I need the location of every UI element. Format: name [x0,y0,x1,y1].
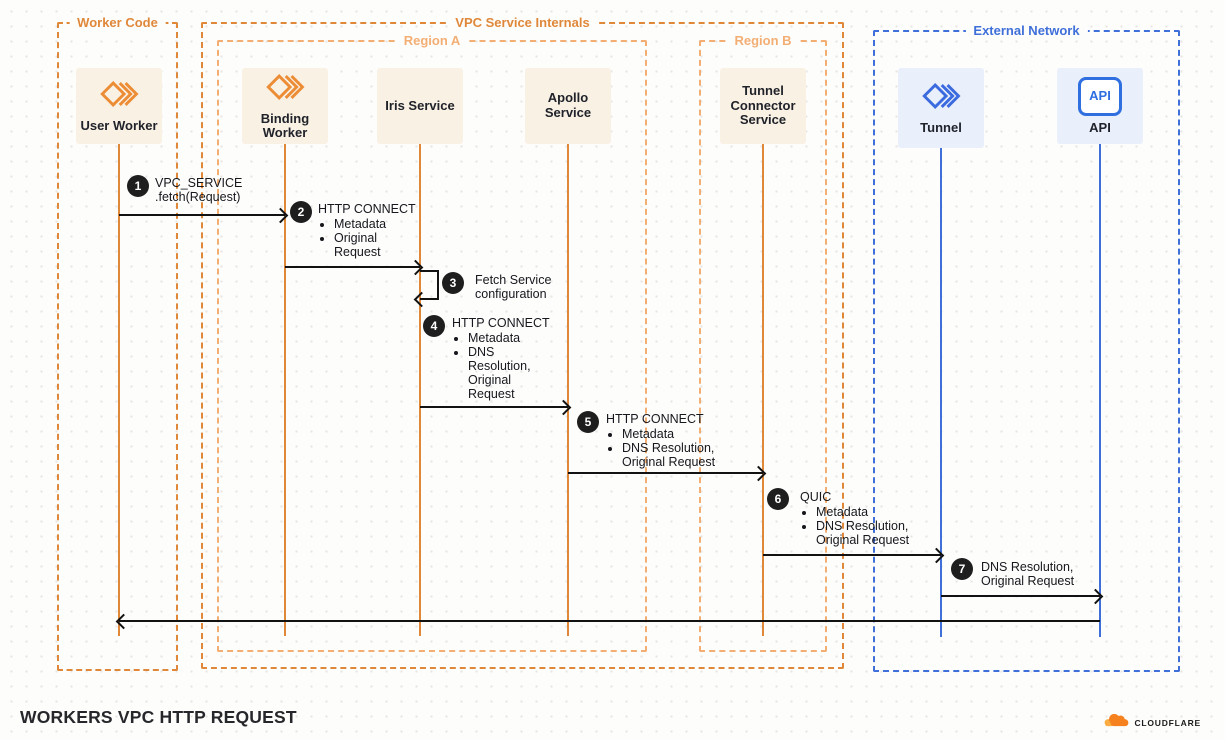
lifeline-tunnel-connector [762,144,764,636]
arrow-iris-to-apollo [420,406,568,408]
page-title: WORKERS VPC HTTP REQUEST [20,707,297,727]
message-label-4: HTTP CONNECT Metadata DNS Resolution, Or… [452,316,550,401]
message-label-6: QUIC Metadata DNS Resolution, Original R… [800,490,946,547]
group-label-region-b: Region B [726,33,800,48]
step-badge-3: 3 [442,272,464,294]
actor-label: Tunnel Connector Service [730,82,796,128]
group-label-vpc-service-internals: VPC Service Internals [447,15,598,30]
lifeline-binding-worker [284,144,286,636]
tunnel-icon [921,80,961,116]
actor-api: API API [1057,68,1143,144]
actor-label: Apollo Service [544,90,592,120]
arrow-user-to-binding [119,214,285,216]
lifeline-api [1099,144,1101,637]
group-label-region-a: Region A [395,33,469,48]
arrow-return-api-to-user-worker [119,620,1100,622]
cloudflare-wordmark: CLOUDFLARE [1134,717,1201,728]
arrow-tunnel-to-api [941,595,1100,597]
lifeline-iris-service [419,144,421,636]
actor-label: Tunnel [920,120,962,135]
arrow-apollo-to-tunnel-connector [568,472,763,474]
group-label-external-network: External Network [965,23,1088,38]
step-badge-7: 7 [951,558,973,580]
actor-label: Iris Service [385,97,455,113]
lifeline-user-worker [118,144,120,636]
lifeline-apollo-service [567,144,569,636]
actor-label: API [1089,119,1111,135]
group-region-b: Region B [699,33,827,652]
actor-label: Binding Worker [260,110,310,141]
step-badge-1: 1 [127,175,149,197]
workers-icon [99,78,139,114]
actor-apollo-service: Apollo Service [525,68,611,144]
arrow-binding-to-iris [285,266,420,268]
message-label-1: VPC_SERVICE .fetch(Request) [155,176,243,204]
message-label-7: DNS Resolution, Original Request [981,560,1075,588]
self-loop-iris [420,270,439,300]
group-region-a: Region A [217,33,647,652]
step-badge-4: 4 [423,315,445,337]
message-label-3: Fetch Service configuration [475,273,552,301]
actor-tunnel-connector-service: Tunnel Connector Service [720,68,806,144]
group-vpc-service-internals: VPC Service Internals [201,15,844,669]
actor-binding-worker: Binding Worker [242,68,328,144]
workers-icon [265,71,305,107]
actor-tunnel: Tunnel [898,68,984,148]
group-worker-code: Worker Code [57,15,178,671]
api-icon: API [1078,76,1122,116]
step-badge-6: 6 [767,488,789,510]
arrow-tunnel-connector-to-tunnel [763,554,941,556]
lifeline-tunnel [940,148,942,637]
step-badge-5: 5 [577,411,599,433]
message-label-5: HTTP CONNECT Metadata DNS Resolution, Or… [606,412,752,469]
actor-label: User Worker [80,118,158,133]
cloudflare-cloud-icon [1102,711,1130,734]
actor-user-worker: User Worker [76,68,162,144]
message-label-2: HTTP CONNECT Metadata Original Request [318,202,416,259]
actor-iris-service: Iris Service [377,68,463,144]
group-external-network: External Network [873,23,1180,672]
step-badge-2: 2 [290,201,312,223]
cloudflare-logo: CLOUDFLARE [1102,711,1201,734]
group-label-worker-code: Worker Code [69,15,166,30]
